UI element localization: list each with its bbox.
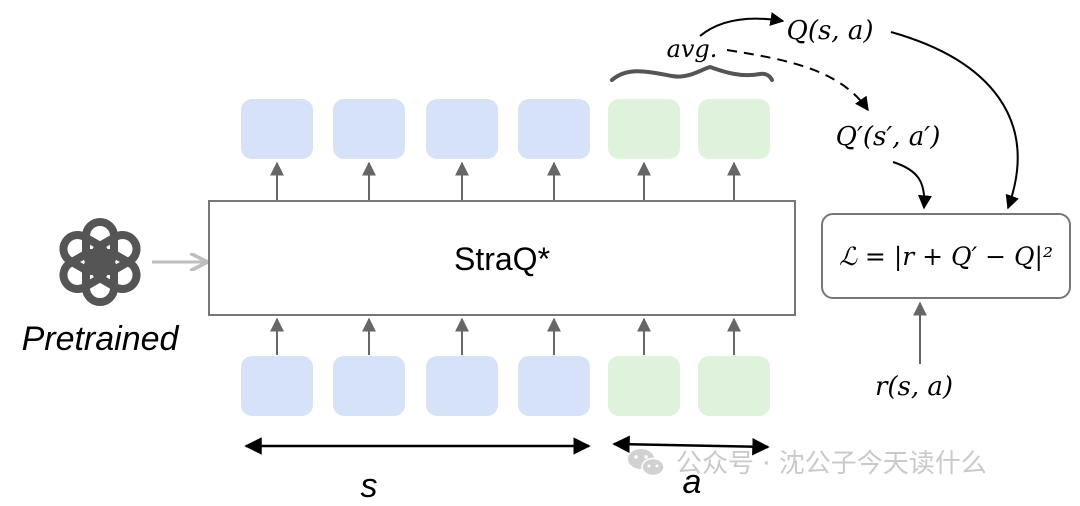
input-state-token bbox=[518, 356, 590, 416]
watermark-text: 公众号 · 沈公子今天读什么 bbox=[676, 449, 987, 479]
wechat-icon bbox=[628, 449, 665, 477]
avg-label: avg. bbox=[667, 35, 718, 63]
avg-brace bbox=[610, 64, 774, 82]
input-action-token bbox=[608, 356, 680, 416]
qprime-to-loss-arrow bbox=[892, 161, 932, 210]
state-label: s bbox=[361, 467, 378, 505]
output-state-token bbox=[518, 99, 590, 159]
output-state-token bbox=[241, 99, 313, 159]
output-tokens bbox=[241, 99, 770, 159]
input-arrows bbox=[270, 317, 741, 355]
output-state-token bbox=[426, 99, 498, 159]
q-to-loss-arrow bbox=[890, 31, 1019, 210]
pretrained-label: Pretrained bbox=[22, 320, 180, 358]
reward-label: r(s, a) bbox=[875, 372, 953, 402]
q-label: Q(s, a) bbox=[787, 16, 874, 46]
model-box bbox=[208, 200, 796, 316]
loss-box bbox=[821, 213, 1071, 299]
output-state-token bbox=[333, 99, 405, 159]
loss-formula: ℒ = |r + Q′ − Q|² bbox=[839, 242, 1053, 272]
openai-logo-icon bbox=[59, 218, 141, 306]
q-next-label: Q′(s′, a′) bbox=[836, 122, 941, 152]
output-action-token bbox=[698, 99, 770, 159]
input-state-token bbox=[333, 356, 405, 416]
action-span-arrow bbox=[612, 435, 770, 456]
model-label: StraQ* bbox=[454, 241, 550, 277]
input-tokens bbox=[241, 356, 770, 416]
action-label: a bbox=[683, 463, 702, 501]
input-state-token bbox=[241, 356, 313, 416]
avg-to-q-arrow bbox=[699, 12, 785, 37]
avg-to-qprime-arrow bbox=[726, 49, 869, 112]
output-action-token bbox=[608, 99, 680, 159]
input-action-token bbox=[698, 356, 770, 416]
output-arrows bbox=[270, 161, 741, 200]
watermark: 公众号 · 沈公子今天读什么 bbox=[628, 449, 987, 479]
input-state-token bbox=[426, 356, 498, 416]
